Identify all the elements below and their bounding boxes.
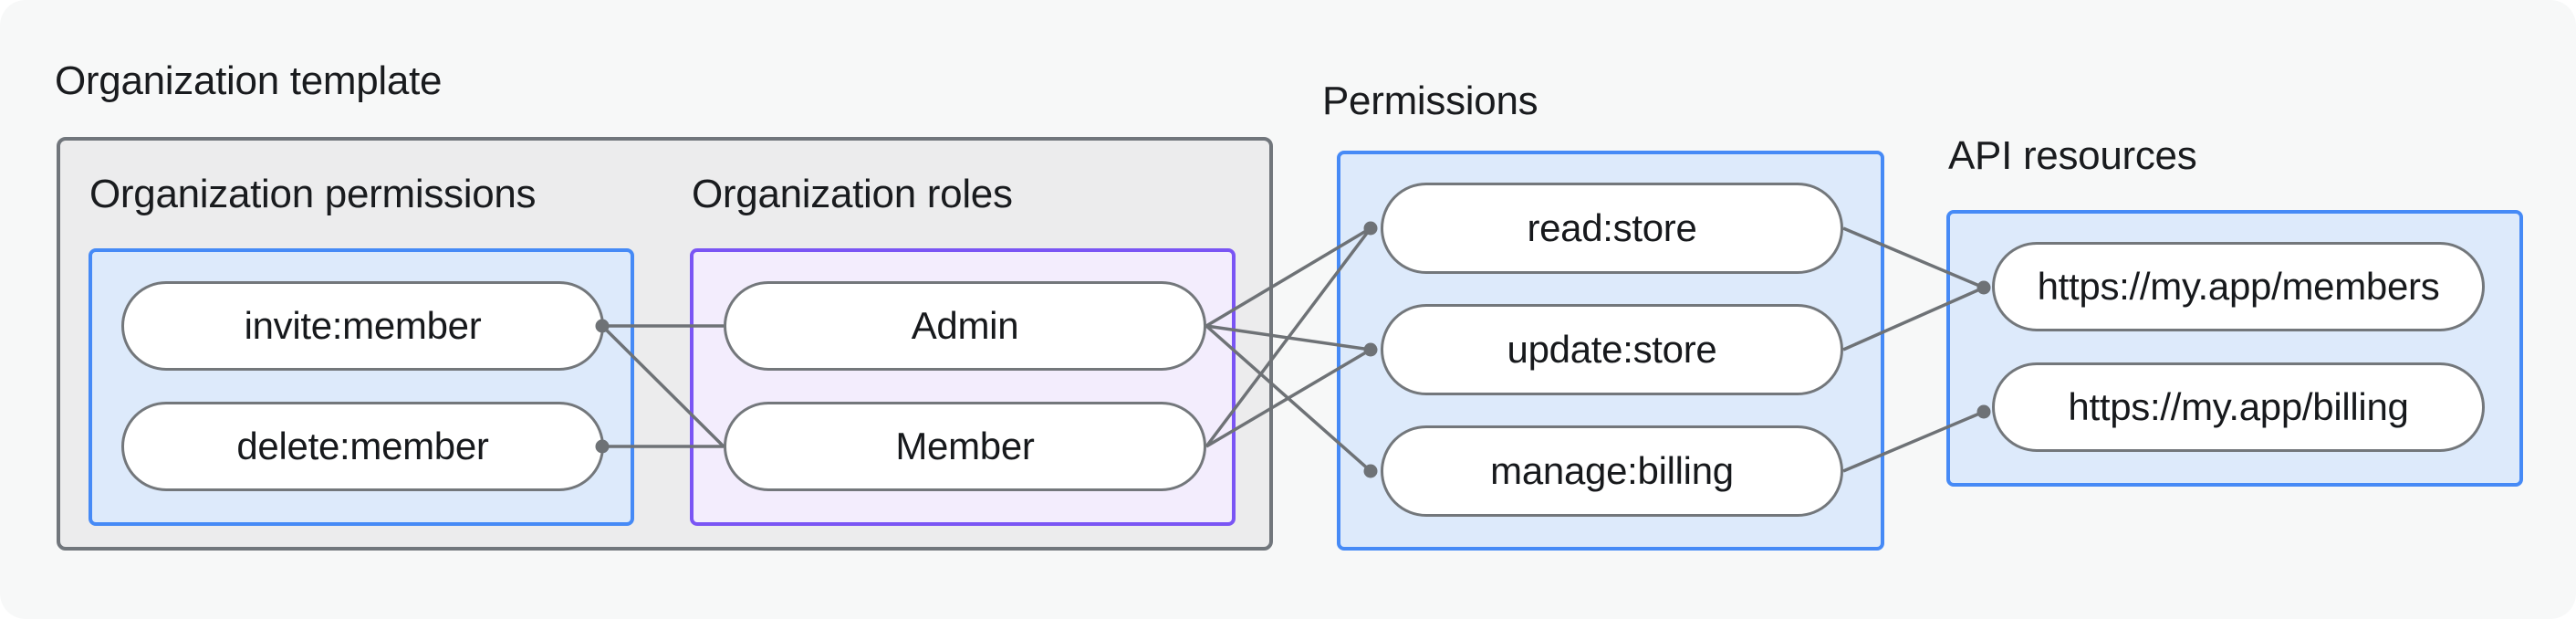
permissions-section-label: Permissions [1322, 79, 1538, 123]
organization-roles-label: Organization roles [692, 172, 1013, 216]
pill-update-store: update:store [1381, 304, 1843, 395]
organization-permissions-label: Organization permissions [89, 172, 537, 216]
pill-invite-member: invite:member [121, 281, 604, 371]
pill-url-members: https://my.app/members [1992, 242, 2485, 331]
pill-member: Member [724, 402, 1206, 491]
pill-manage-billing: manage:billing [1381, 425, 1843, 517]
pill-admin: Admin [724, 281, 1206, 371]
pill-delete-member: delete:member [121, 402, 604, 491]
diagram-title: Organization template [55, 58, 443, 103]
pill-read-store: read:store [1381, 183, 1843, 274]
pill-url-billing: https://my.app/billing [1992, 362, 2485, 452]
api-resources-section-label: API resources [1948, 133, 2197, 178]
